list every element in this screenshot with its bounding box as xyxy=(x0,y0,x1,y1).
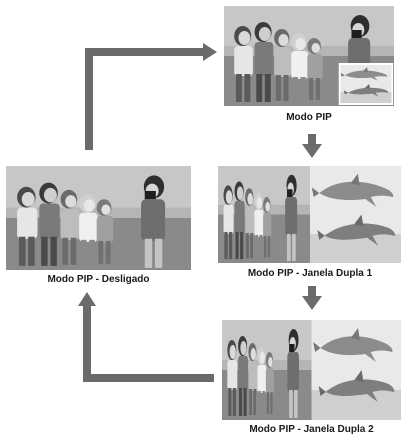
arrow-pip-off-to-pip xyxy=(89,43,217,150)
screen-pip-off xyxy=(6,166,191,270)
screen-dual-window-2 xyxy=(222,320,401,420)
caption-dual-window-2: Modo PIP - Janela Dupla 2 xyxy=(222,424,401,434)
caption-pip-off: Modo PIP - Desligado xyxy=(6,274,191,285)
arrow-pip-to-dual-window-1 xyxy=(302,134,322,158)
caption-pip: Modo PIP xyxy=(224,112,394,123)
screen-dual-window-1 xyxy=(218,166,401,263)
arrow-dual-window-2-to-pip-off xyxy=(78,292,214,378)
arrow-dual-window-1-to-dual-window-2 xyxy=(302,286,322,310)
caption-dual-window-1: Modo PIP - Janela Dupla 1 xyxy=(218,268,401,279)
screen-pip xyxy=(224,6,394,106)
